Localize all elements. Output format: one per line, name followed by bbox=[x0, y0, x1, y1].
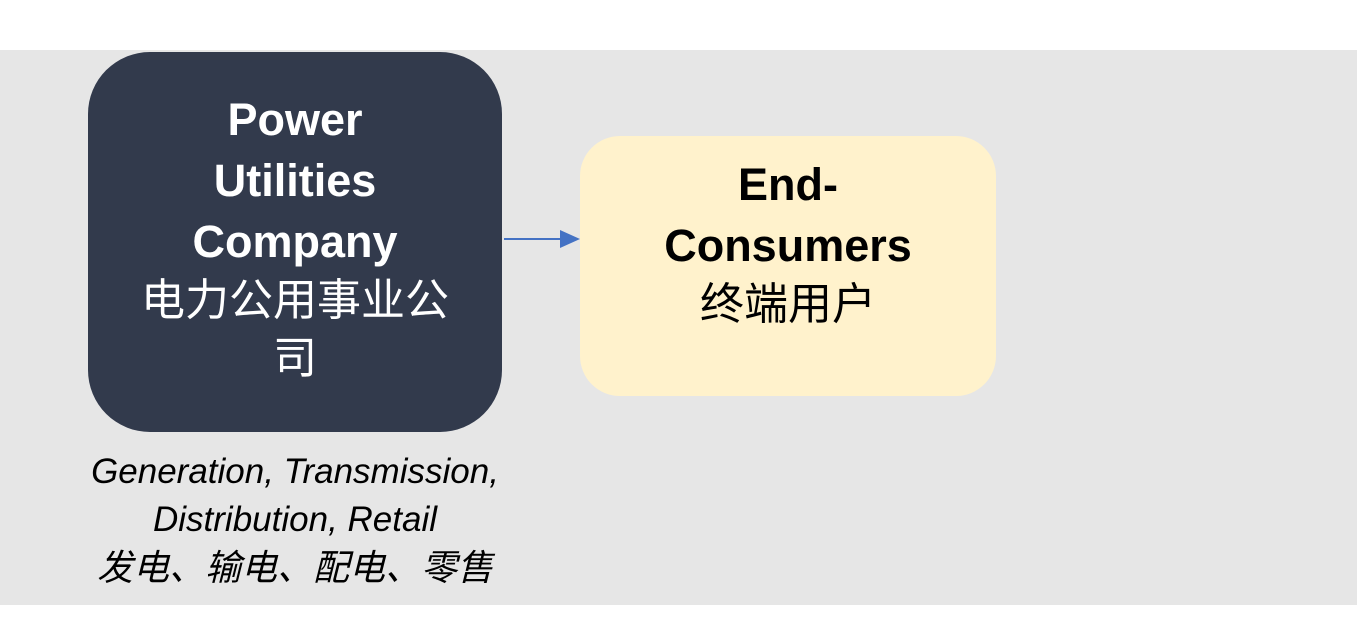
utility-company-caption-zh: 发电、输电、配电、零售 bbox=[96, 548, 493, 589]
end-consumers-label-en: End-Consumers bbox=[664, 159, 912, 271]
utility-company-node: Power Utilities Company 电力公用事业公司 bbox=[88, 52, 502, 432]
utility-company-caption-en: Generation, Transmission, Distribution, … bbox=[91, 452, 499, 539]
end-consumers-node: End-Consumers 终端用户 bbox=[580, 136, 996, 396]
end-consumers-label-zh: 终端用户 bbox=[700, 279, 876, 330]
utility-company-label-en: Power Utilities Company bbox=[192, 93, 398, 267]
utility-company-label-zh: 电力公用事业公司 bbox=[141, 274, 449, 384]
utility-company-caption: Generation, Transmission, Distribution, … bbox=[40, 448, 550, 594]
